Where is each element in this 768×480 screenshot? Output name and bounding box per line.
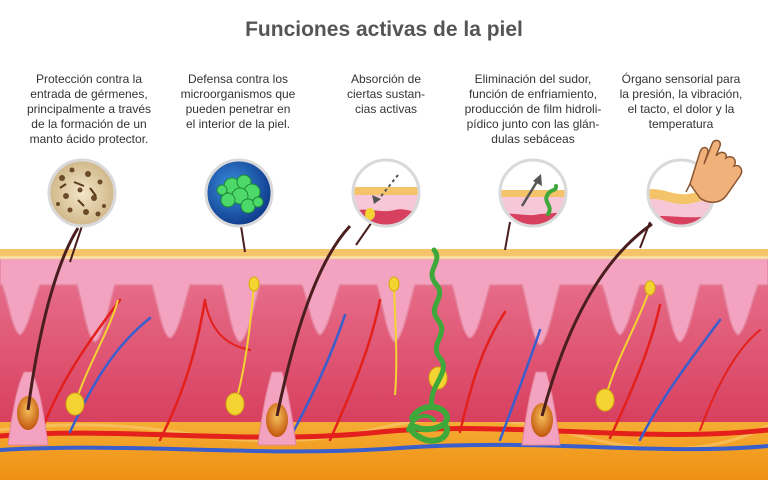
microorganism-icon xyxy=(204,158,274,228)
hair-follicle xyxy=(521,222,653,446)
sweat-gland-icon xyxy=(498,158,568,228)
caption-sensory: Órgano sensorial para la presión, la vib… xyxy=(619,72,743,131)
sweat-gland xyxy=(406,247,450,444)
germs-magnifier-icon xyxy=(47,158,117,228)
hair-follicle xyxy=(257,224,352,446)
hair-follicle xyxy=(7,227,80,446)
hair-follicles xyxy=(7,222,653,446)
absorption-arrow-icon xyxy=(351,158,421,228)
caption-protection: Protección contra la entrada de gérmenes… xyxy=(26,72,152,146)
caption-sweat: Eliminación del sudor, función de enfria… xyxy=(464,72,602,146)
page-title: Funciones activas de la piel xyxy=(245,18,523,41)
pointer-lines xyxy=(69,221,651,263)
blood-vessels xyxy=(0,298,768,454)
caption-absorption: Absorción de ciertas sustan- cias activa… xyxy=(346,72,426,116)
caption-defense: Defensa contra los microorganismos que p… xyxy=(180,72,296,131)
touch-finger-icon xyxy=(685,139,743,203)
